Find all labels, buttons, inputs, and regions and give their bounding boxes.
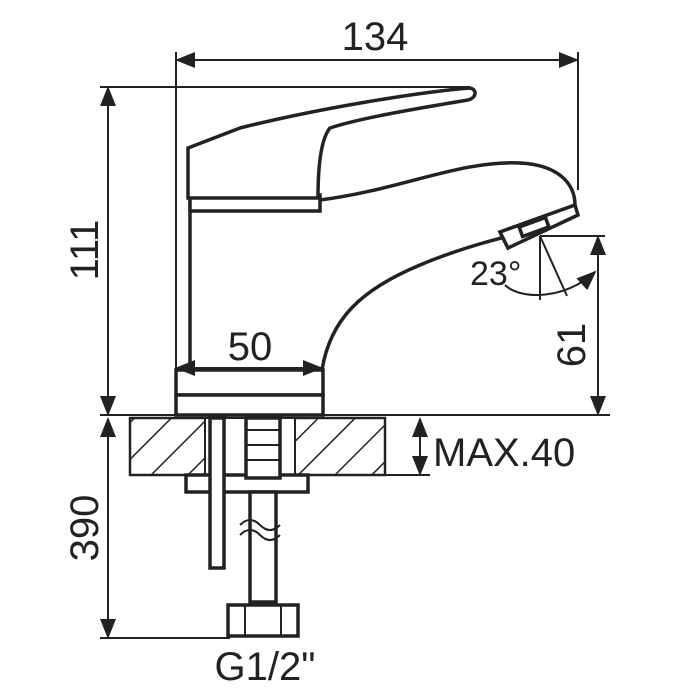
base-label: 50 bbox=[228, 325, 273, 369]
height-label: 111 bbox=[63, 220, 107, 281]
counter-thickness-label: MAX.40 bbox=[433, 431, 575, 475]
faucet-body bbox=[174, 161, 581, 417]
spout-height-label: 61 bbox=[550, 323, 594, 368]
angle-dimension: 23° bbox=[470, 235, 605, 300]
height-dimension: 111 bbox=[63, 86, 610, 416]
spout-height-dimension: 61 bbox=[550, 235, 606, 416]
angle-label: 23° bbox=[470, 255, 521, 293]
width-label: 134 bbox=[342, 15, 409, 59]
hose-length-dimension: 390 bbox=[63, 417, 230, 639]
counter-thickness-dimension: MAX.40 bbox=[385, 417, 575, 476]
thread-label: G1/2" bbox=[215, 645, 316, 689]
hose-length-label: 390 bbox=[63, 495, 107, 562]
faucet-handle bbox=[186, 86, 477, 200]
supply-hose bbox=[208, 416, 300, 638]
width-dimension: 134 bbox=[175, 15, 579, 395]
base-dimension: 50 bbox=[175, 325, 323, 376]
